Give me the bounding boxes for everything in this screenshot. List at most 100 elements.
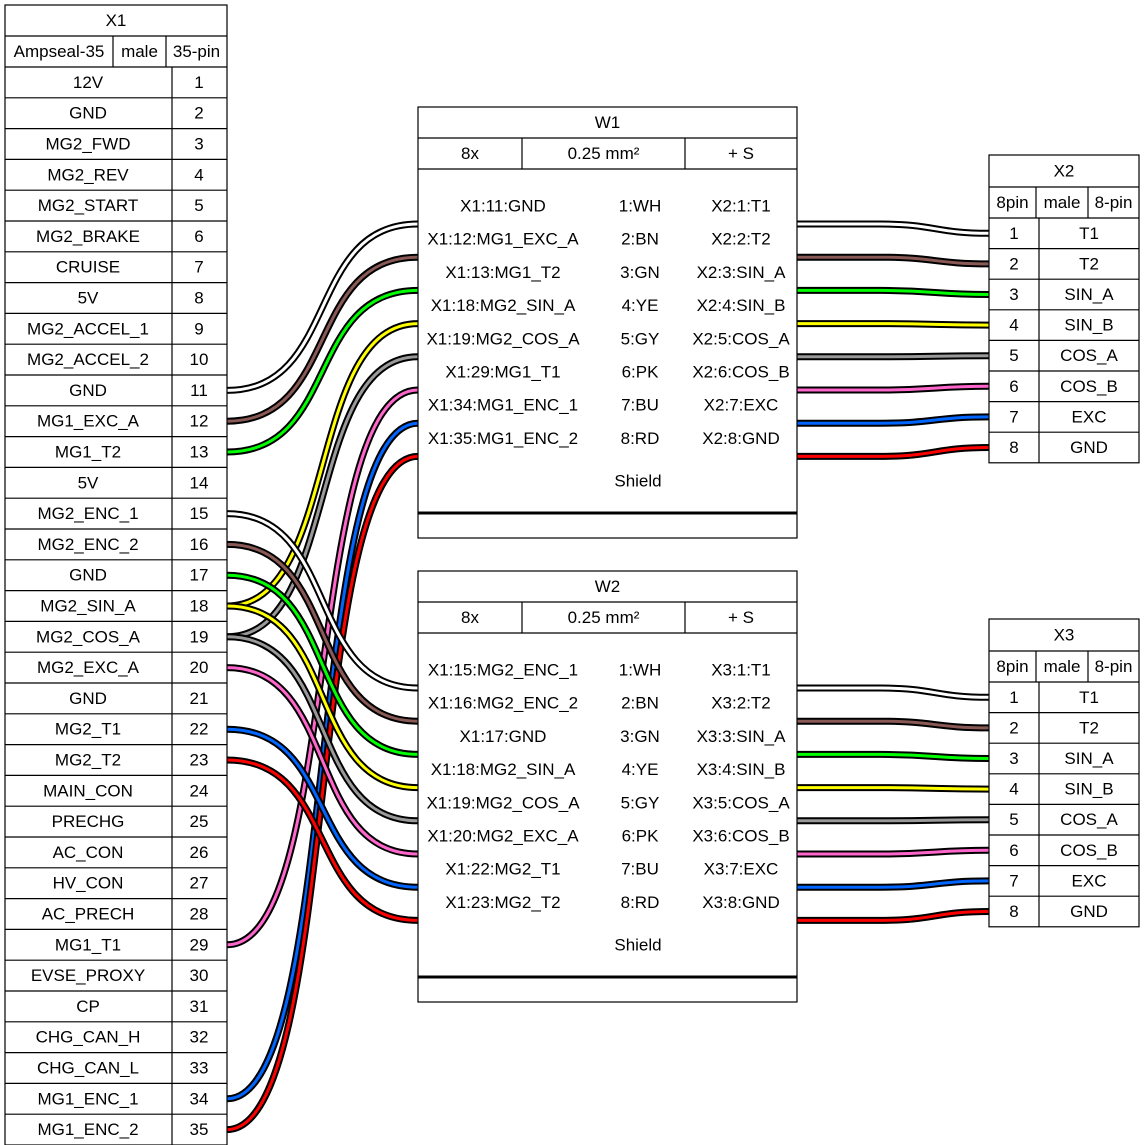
pin-label: CP (76, 997, 100, 1016)
pin-label: GND (69, 566, 107, 585)
pin-label: MG2_EXC_A (37, 658, 140, 677)
pin-number: 6 (1009, 841, 1018, 860)
pin-number: 22 (190, 720, 209, 739)
pin-number: 13 (190, 443, 209, 462)
pin-number: 10 (190, 350, 209, 369)
pin-label: EXC (1072, 871, 1107, 890)
wire-w1-6 (226, 384, 990, 947)
pin-number: 17 (190, 566, 209, 585)
connector-x3-box (988, 618, 1140, 928)
cable-wire-count: 8x (461, 608, 479, 627)
connector-pins-right: 8-pin (1095, 657, 1133, 676)
pin-number: 3 (1009, 285, 1018, 304)
pin-number: 31 (190, 997, 209, 1016)
wire-from-label: X1:29:MG1_T1 (445, 363, 560, 382)
connector-title: X2 (1054, 162, 1075, 181)
pin-number: 18 (190, 597, 209, 616)
pin-label: MG2_T2 (55, 751, 121, 770)
pin-label: 5V (78, 473, 99, 492)
wire-id-label: 5:GY (621, 793, 660, 812)
pin-number: 2 (194, 104, 203, 123)
wire-id-label: 3:GN (620, 263, 660, 282)
pin-label: MG2_ENC_2 (37, 535, 138, 554)
pin-label: COS_A (1060, 346, 1118, 365)
pin-label: COS_B (1060, 841, 1118, 860)
wire-w1-1 (226, 222, 990, 392)
pin-number: 1 (1009, 688, 1018, 707)
cable-wire-count: 8x (461, 144, 479, 163)
pin-number: 4 (194, 165, 203, 184)
wire-w1-8 (226, 446, 990, 1132)
pin-number: 25 (190, 812, 209, 831)
pin-number: 7 (194, 258, 203, 277)
pin-number: 9 (194, 319, 203, 338)
wire-from-label: X1:20:MG2_EXC_A (427, 827, 579, 846)
wire-to-label: X2:6:COS_B (692, 363, 789, 382)
wire-w1-3 (226, 288, 990, 454)
pin-label: MG2_ENC_1 (37, 504, 138, 523)
pin-number: 26 (190, 843, 209, 862)
connector-pins-left: 8pin (996, 657, 1028, 676)
pin-number: 4 (1009, 316, 1018, 335)
pin-number: 2 (1009, 254, 1018, 273)
connector-pincount: 35-pin (173, 42, 220, 61)
cable-shield-flag: + S (728, 608, 754, 627)
pin-label: GND (69, 689, 107, 708)
wire-w2-3 (226, 573, 990, 760)
pin-label: PRECHG (52, 812, 125, 831)
pin-number: 23 (190, 751, 209, 770)
wire-from-label: X1:17:GND (460, 727, 547, 746)
shield-label: Shield (614, 936, 661, 955)
pin-label: MG2_START (38, 196, 138, 215)
pin-label: COS_B (1060, 377, 1118, 396)
pin-label: AC_CON (53, 843, 124, 862)
pin-number: 1 (1009, 224, 1018, 243)
wire-w2-1 (226, 512, 990, 699)
pin-number: 1 (194, 73, 203, 92)
wire-layer (226, 220, 990, 1134)
pin-label: MG2_ACCEL_2 (27, 350, 149, 369)
connector-title: X1 (106, 11, 127, 30)
wire-to-label: X2:8:GND (702, 429, 779, 448)
wire-id-label: 2:BN (621, 230, 659, 249)
pin-label: 5V (78, 289, 99, 308)
wire-to-label: X2:5:COS_A (692, 329, 790, 348)
wire-from-label: X1:11:GND (460, 197, 546, 216)
pin-number: 29 (190, 935, 209, 954)
wire-to-label: X3:2:T2 (711, 694, 771, 713)
wire-to-label: X2:7:EXC (704, 396, 779, 415)
pin-number: 5 (1009, 346, 1018, 365)
wire-w2-7 (226, 727, 990, 889)
wire-from-label: X1:34:MG1_ENC_1 (428, 396, 578, 415)
pin-label: MG2_ACCEL_1 (27, 319, 149, 338)
pin-number: 8 (1009, 438, 1018, 457)
wire-to-label: X3:7:EXC (704, 860, 779, 879)
pin-label: MAIN_CON (43, 781, 133, 800)
pin-number: 4 (1009, 780, 1018, 799)
cable-gauge: 0.25 mm² (568, 144, 640, 163)
pin-label: MG2_SIN_A (40, 597, 136, 616)
wire-to-label: X2:4:SIN_B (697, 296, 786, 315)
pin-label: GND (1070, 902, 1108, 921)
wire-from-label: X1:12:MG1_EXC_A (427, 230, 579, 249)
wire-id-label: 6:PK (622, 827, 660, 846)
pin-label: GND (69, 104, 107, 123)
wire-id-label: 7:BU (621, 396, 659, 415)
pin-label: MG1_ENC_2 (37, 1120, 138, 1139)
wire-from-label: X1:22:MG2_T1 (445, 860, 560, 879)
pin-label: AC_PRECH (42, 905, 135, 924)
connector-pins-left: 8pin (996, 193, 1028, 212)
pin-number: 35 (190, 1120, 209, 1139)
wire-to-label: X3:5:COS_A (692, 793, 790, 812)
pin-number: 34 (190, 1089, 209, 1108)
pin-label: GND (1070, 438, 1108, 457)
pin-label: MG2_COS_A (36, 627, 141, 646)
pin-label: T1 (1079, 688, 1099, 707)
wire-to-label: X2:3:SIN_A (697, 263, 786, 282)
wire-id-label: 4:YE (622, 760, 659, 779)
shield-label: Shield (614, 472, 661, 491)
pin-number: 16 (190, 535, 209, 554)
